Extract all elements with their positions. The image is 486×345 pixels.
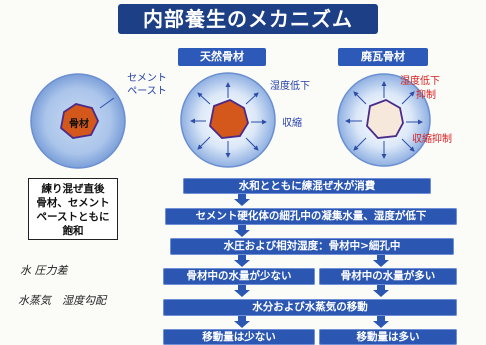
step-2: セメント硬化体の細孔中の凝集水量、湿度が低下 [165, 208, 457, 225]
page-title: 内部養生のメカニズム [143, 7, 353, 31]
header-roof-tile-aggregate: 廃瓦骨材 [338, 48, 428, 66]
note-line: 飽和 [62, 225, 84, 237]
natural-diagram [180, 72, 276, 168]
left-diagram [30, 73, 126, 169]
note-box: 練り混ぜ直後 骨材、セメント ペーストともに 飽和 [28, 178, 118, 240]
roof-tile-diagram [337, 73, 431, 167]
natural-shrink-label: 収縮 [282, 118, 302, 129]
step-3: 水圧および相対湿度：骨材中>細孔中 [170, 238, 454, 255]
note-line: ペーストともに [36, 211, 110, 223]
tile-humidity-label: 湿度低下 [400, 76, 440, 87]
step-4-left: 骨材中の水量が少ない [163, 268, 315, 285]
header-natural-aggregate: 天然骨材 [178, 48, 266, 66]
tile-shrink-suppress-label: 収縮抑制 [412, 134, 452, 145]
aggregate-label: 骨材 [69, 119, 89, 130]
note-line: 練り混ぜ直後 [41, 183, 105, 195]
step-6-left: 移動量は少ない [163, 329, 315, 345]
cement-paste-label: セメント ペースト [127, 73, 167, 97]
step-1: 水和とともに練混ぜ水が消費 [183, 178, 431, 194]
tile-suppress-label: 抑制 [416, 90, 436, 101]
note-line: 骨材、セメント [36, 197, 110, 209]
step-6-right: 移動量は多い [319, 329, 457, 345]
natural-humidity-label: 湿度低下 [270, 81, 310, 92]
handwritten-note: 水蒸気 湿度勾配 [18, 294, 106, 307]
handwritten-note: 水 圧力差 [20, 264, 68, 277]
step-4-right: 骨材中の水量が多い [319, 268, 457, 285]
flow-arrows [234, 194, 389, 328]
title-bar [118, 4, 378, 34]
step-5: 水分および水蒸気の移動 [163, 299, 457, 316]
